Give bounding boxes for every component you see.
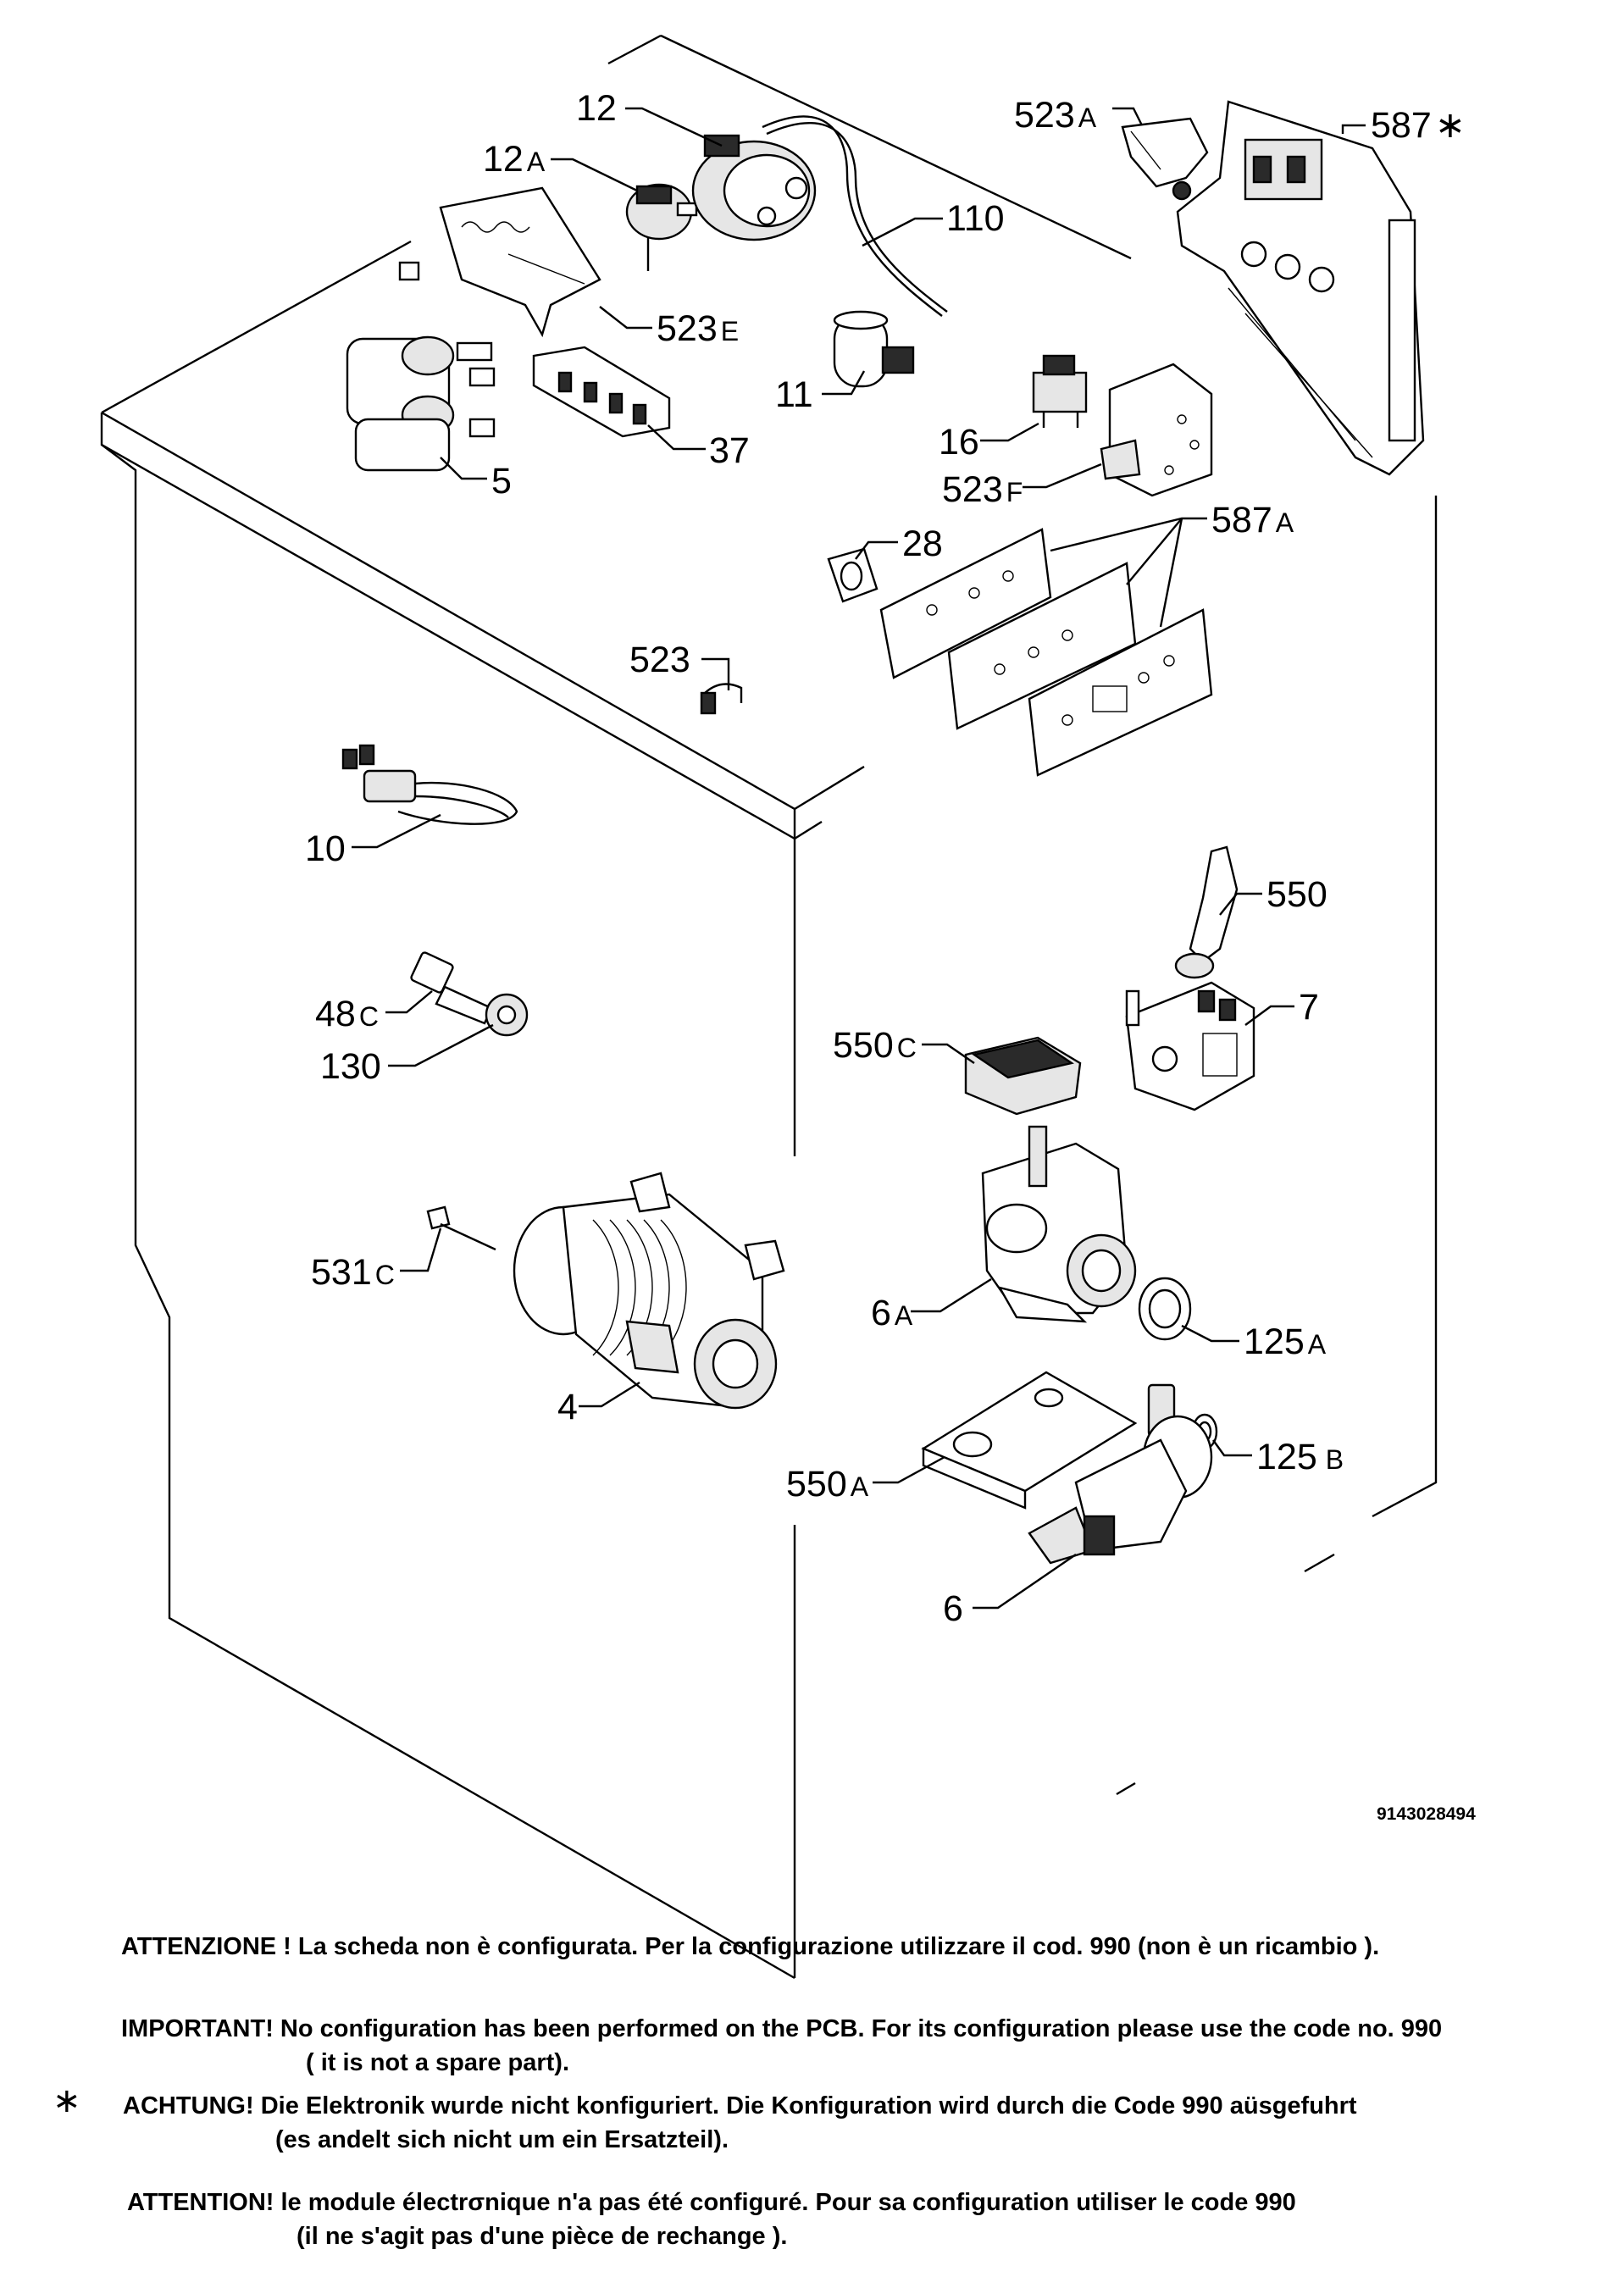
part-587-electronic-module — [1176, 100, 1425, 476]
part-4-motor — [513, 1172, 785, 1410]
part-523-clip — [700, 683, 743, 715]
part-48c-bolt — [410, 951, 493, 1025]
part-10-heating-element — [341, 744, 518, 825]
note-german: ACHTUNG! Die Elektronik wurde nicht konf… — [123, 2089, 1357, 2157]
label-550: 550 — [1266, 874, 1327, 915]
label-11: 11 — [775, 374, 813, 415]
part-110-hose — [762, 115, 948, 317]
label-7: 7 — [1299, 987, 1319, 1028]
label-16: 16 — [939, 422, 979, 463]
part-28-gasket — [827, 547, 879, 603]
footnote-asterisk: ∗ — [53, 2081, 81, 2120]
label-5: 5 — [491, 461, 512, 501]
part-11-capacitor — [833, 310, 915, 388]
label-37: 37 — [709, 430, 750, 471]
note-french: ATTENTION! le module électrσnique n'a pa… — [127, 2186, 1296, 2253]
part-12a-pressure-switch — [625, 183, 698, 271]
part-16-thermostat — [1032, 354, 1088, 428]
note-french-line1: ATTENTION! le module électrσnique n'a pa… — [127, 2189, 1296, 2216]
note-english-line1: IMPORTANT! No configuration has been per… — [121, 2015, 1443, 2042]
note-german-line1: ACHTUNG! Die Elektronik wurde nicht konf… — [123, 2092, 1357, 2119]
part-587a-pcb-boards — [879, 528, 1213, 777]
part-523a-clip — [1121, 117, 1209, 201]
leader-lines — [352, 107, 1366, 1610]
part-5-solenoid-valve — [346, 335, 496, 472]
note-german-line2: (es andelt sich nicht um ein Ersatzteil)… — [275, 2126, 729, 2153]
part-523f-door-lock — [1100, 363, 1213, 497]
part-550-lever — [1174, 845, 1239, 979]
label-6: 6 — [943, 1588, 963, 1629]
document-number: 9143028494 — [1377, 1804, 1476, 1824]
part-12-pressure-switch — [691, 134, 817, 241]
part-6-drain-pump — [1028, 1383, 1213, 1565]
cabinet-outline — [100, 34, 1438, 1980]
label-587-star: 587∗ — [1371, 104, 1466, 147]
label-12: 12 — [576, 88, 617, 129]
label-130: 130 — [320, 1046, 381, 1087]
part-523e-bracket — [398, 186, 601, 338]
note-english-line2: ( it is not a spare part). — [306, 2049, 569, 2076]
part-550c-cover — [964, 1036, 1082, 1116]
part-6a-pump-housing — [981, 1125, 1137, 1323]
label-28: 28 — [902, 524, 943, 564]
label-4: 4 — [557, 1387, 578, 1427]
part-7-door-latch — [1125, 981, 1255, 1111]
label-523: 523 — [629, 640, 690, 680]
label-110: 110 — [946, 198, 1005, 239]
note-italian: ATTENZIONE ! La scheda non è configurata… — [121, 1930, 1379, 1964]
part-550a-cover — [921, 1371, 1138, 1510]
part-531c-screw — [426, 1205, 496, 1251]
note-italian-line1: ATTENZIONE ! La scheda non è configurata… — [121, 1933, 1380, 1960]
note-french-line2: (il ne s'agit pas d'une pièce de rechang… — [297, 2223, 788, 2250]
note-english: IMPORTANT! No configuration has been per… — [121, 2012, 1442, 2080]
label-10: 10 — [305, 828, 346, 869]
part-37-suppressor — [532, 346, 671, 438]
part-130-nut — [485, 993, 529, 1037]
part-125a-gasket — [1138, 1277, 1192, 1341]
